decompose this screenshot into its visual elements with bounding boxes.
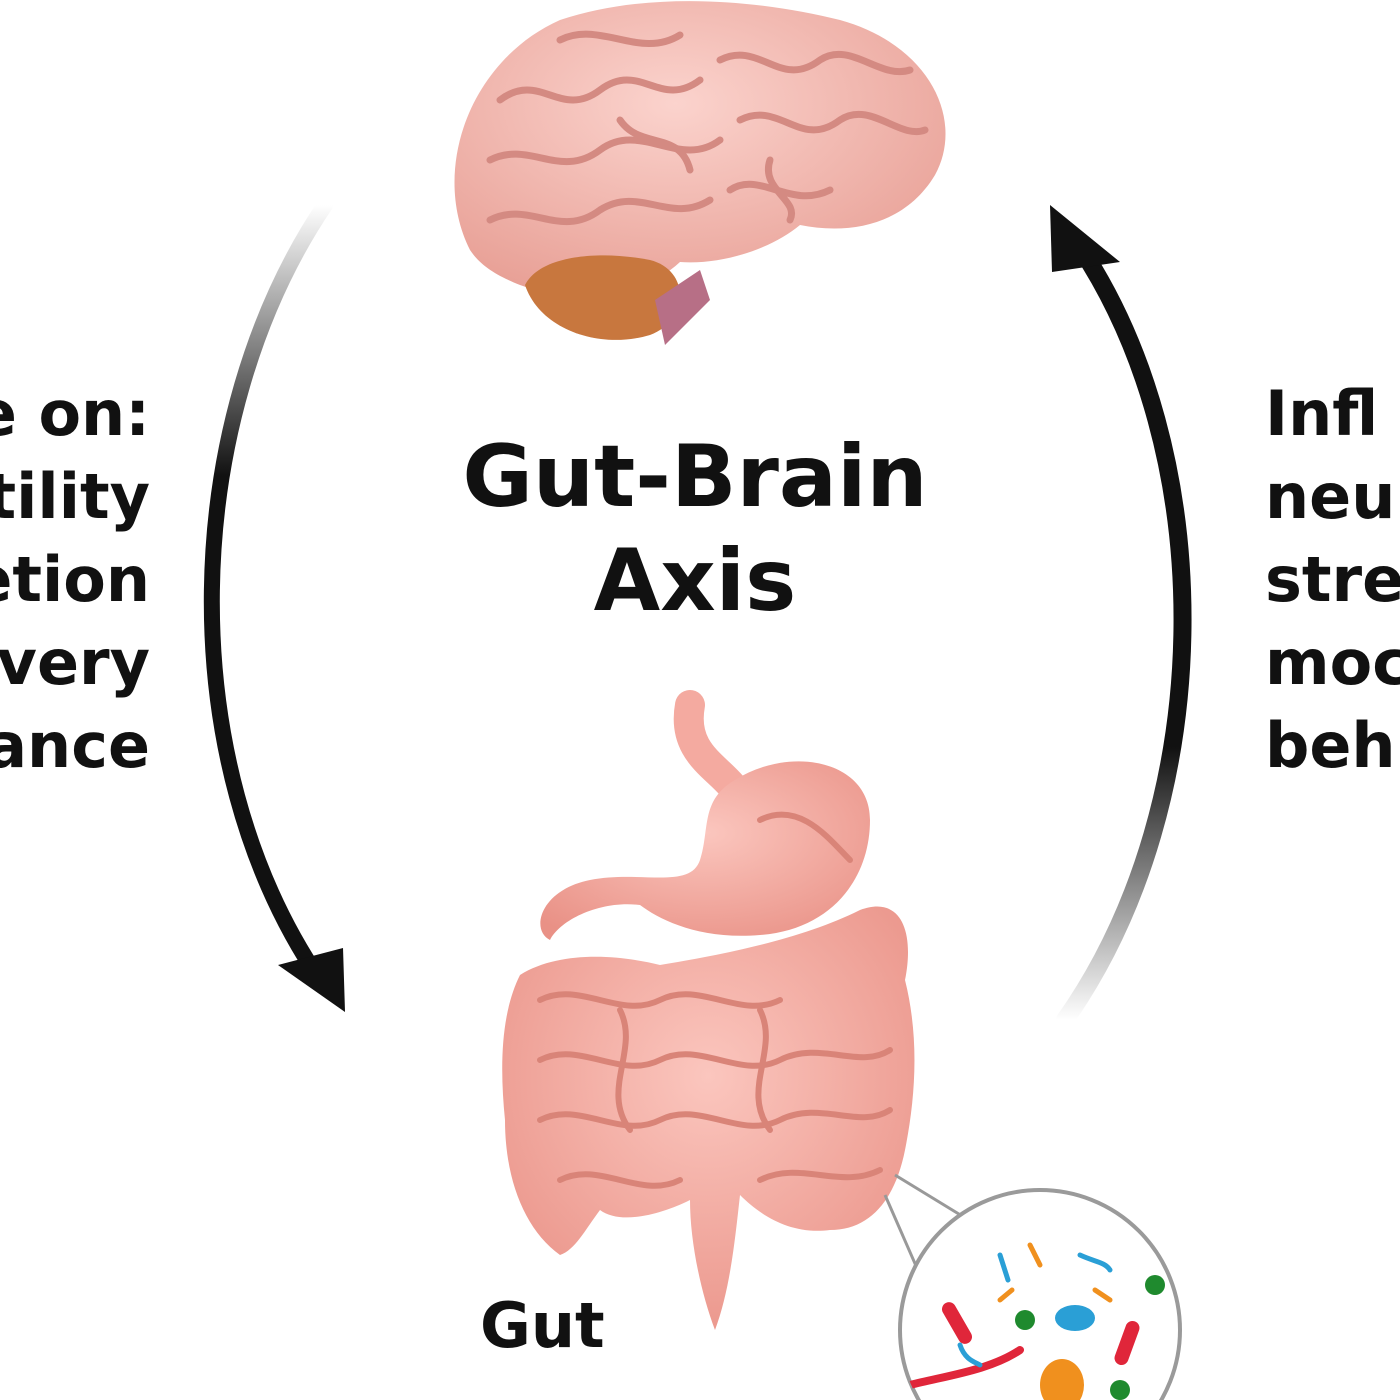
brain-illustration bbox=[454, 1, 945, 345]
left-list-item: e on: bbox=[0, 372, 150, 455]
title-line-1: Gut-Brain bbox=[0, 425, 1390, 529]
gut-label: Gut bbox=[480, 1287, 605, 1365]
right-list-item: moc bbox=[1265, 621, 1400, 704]
right-list-item: beh bbox=[1265, 704, 1400, 787]
left-list-item: etion bbox=[0, 538, 150, 621]
left-influence-list: e on: tility etion very ance bbox=[0, 372, 150, 787]
title-line-2: Axis bbox=[0, 529, 1390, 633]
right-list-item: stre bbox=[1265, 538, 1400, 621]
microbiota-magnifier-icon bbox=[885, 1175, 1180, 1400]
diagram-title: Gut-Brain Axis bbox=[0, 425, 1390, 633]
left-list-item: tility bbox=[0, 455, 150, 538]
right-list-item: neu bbox=[1265, 455, 1400, 538]
right-list-item: Infl bbox=[1265, 372, 1400, 455]
left-list-item: very bbox=[0, 621, 150, 704]
right-influence-list: Infl neu stre moc beh bbox=[1265, 372, 1400, 787]
gut-illustration bbox=[502, 705, 914, 1330]
left-list-item: ance bbox=[0, 704, 150, 787]
